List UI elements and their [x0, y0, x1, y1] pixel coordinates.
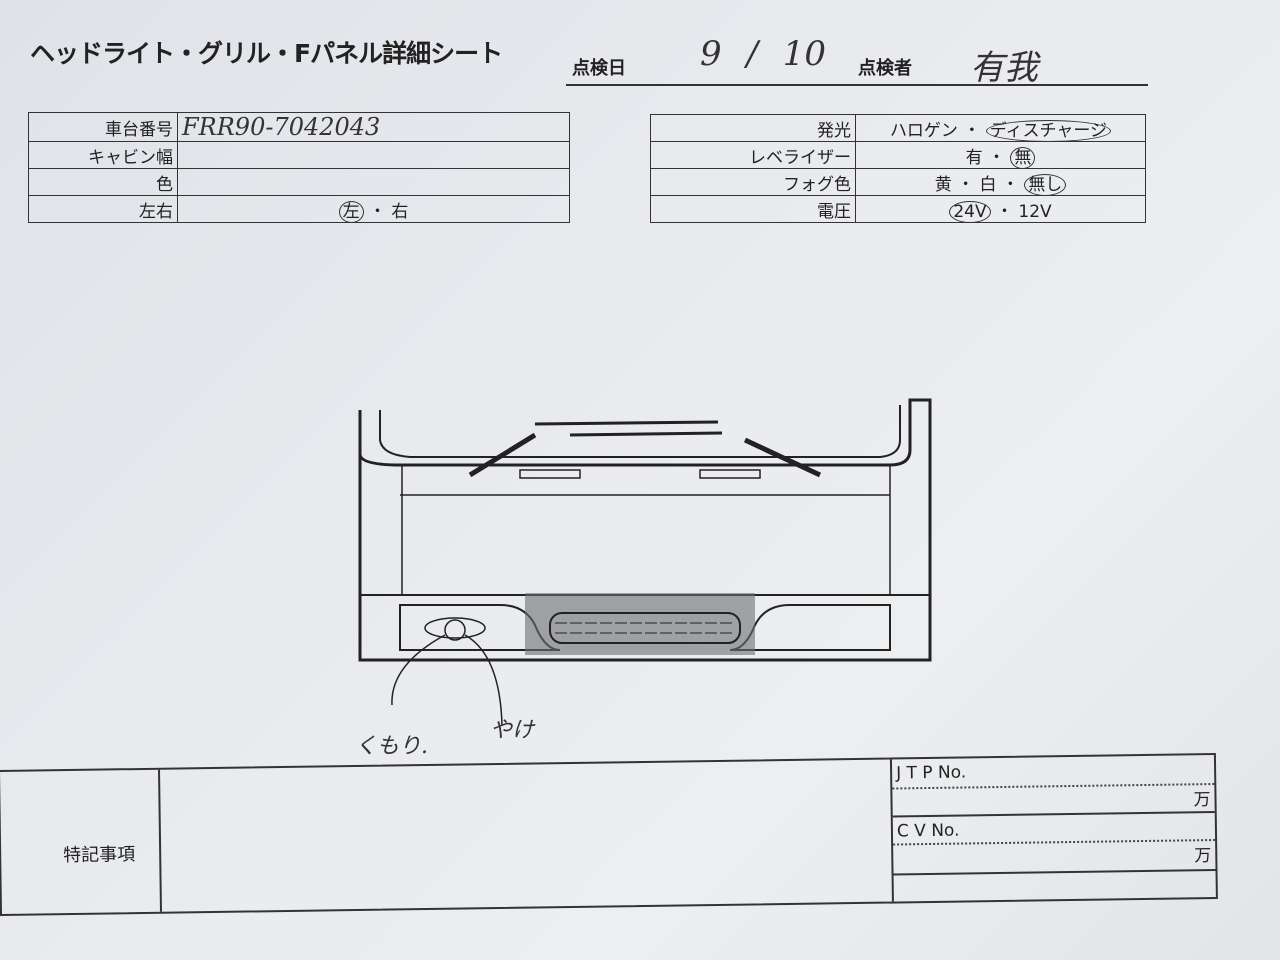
lighting-label: 発光	[650, 114, 856, 142]
inspector-value: 有我	[970, 48, 1038, 88]
divider	[158, 769, 162, 912]
header-underline	[566, 84, 1148, 86]
sheet-title: ヘッドライト・グリル・Fパネル詳細シート	[30, 39, 503, 68]
option-24v[interactable]: 24V	[949, 200, 991, 223]
remarks-box: 特記事項 J T P No. 万 C V No. 万	[0, 752, 1218, 916]
cabin-width-label: キャビン幅	[28, 141, 178, 169]
cv-unit: 万	[1194, 846, 1212, 867]
date-label: 点検日	[572, 58, 626, 79]
cv-label: C V No.	[896, 820, 960, 842]
option-left[interactable]: 左	[338, 200, 364, 223]
option-yes[interactable]: 有	[965, 147, 983, 168]
side-label: 左右	[28, 195, 178, 223]
cab-outline	[358, 398, 932, 662]
annotation-fogging: くもり.	[355, 734, 428, 759]
chassis-label: 車台番号	[28, 112, 178, 142]
leveler-label: レベライザー	[650, 141, 856, 169]
chassis-value[interactable]: FRR90-7042043	[177, 112, 570, 142]
inspector-label: 点検者	[858, 58, 912, 79]
option-no[interactable]: 無	[1010, 146, 1036, 169]
option-halogen[interactable]: ハロゲン	[889, 120, 958, 141]
color-label: 色	[28, 168, 178, 196]
fog-options[interactable]: 黄 ・ 白 ・ 無し	[855, 168, 1146, 196]
remarks-label: 特記事項	[63, 844, 136, 867]
color-value[interactable]	[177, 168, 570, 196]
option-discharge[interactable]: ディスチャージ	[985, 119, 1112, 142]
truck-front-diagram	[358, 398, 932, 726]
fog-color-label: フォグ色	[650, 168, 856, 196]
option-right[interactable]: 右	[391, 201, 409, 222]
date-value: 9 / 10	[700, 34, 826, 74]
option-none[interactable]: 無し	[1024, 173, 1067, 196]
option-12v[interactable]: 12V	[1018, 201, 1052, 222]
cabin-width-value[interactable]	[177, 141, 570, 169]
option-white[interactable]: 白	[979, 174, 997, 195]
lighting-options[interactable]: ハロゲン ・ ディスチャージ	[855, 114, 1146, 142]
jtp-label: J T P No.	[895, 762, 967, 784]
annotation-burn: やけ	[490, 718, 535, 743]
leveler-options[interactable]: 有 ・ 無	[855, 141, 1146, 169]
jtp-unit: 万	[1193, 790, 1211, 811]
side-options[interactable]: 左 ・ 右	[177, 195, 570, 223]
spec-table: 発光 ハロゲン ・ ディスチャージ レベライザー 有 ・ 無 フォグ色 黄 ・ …	[650, 114, 1146, 223]
voltage-label: 電圧	[650, 195, 856, 223]
voltage-options[interactable]: 24V ・ 12V	[855, 195, 1146, 223]
grille	[525, 593, 755, 655]
option-yellow[interactable]: 黄	[934, 174, 952, 195]
number-box: J T P No. 万 C V No. 万	[889, 755, 1216, 902]
